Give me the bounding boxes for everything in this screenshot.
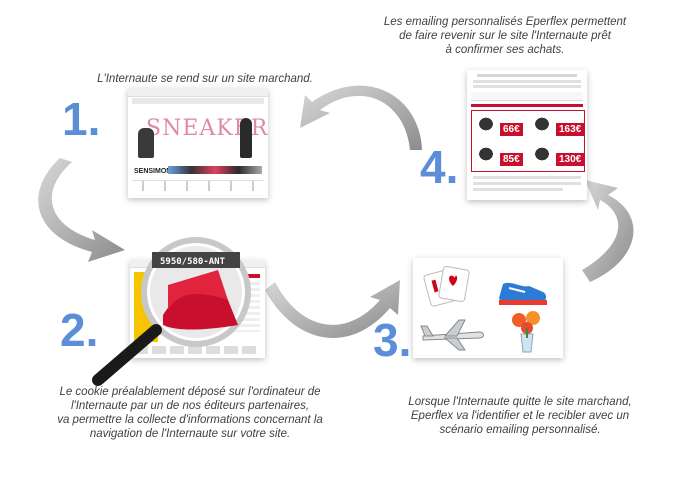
- email-product: [530, 113, 554, 135]
- step2-caption-line: Le cookie préalablement déposé sur l'ord…: [59, 386, 321, 398]
- step2-caption-line: navigation de l'Internaute sur votre sit…: [89, 428, 291, 440]
- arrow-step3-to-step4: [582, 180, 634, 282]
- magnified-product-code: 5950/580-ANT: [160, 257, 226, 267]
- playing-cards-icon: [423, 265, 470, 307]
- price-label: 66€: [500, 123, 523, 136]
- step2-caption: Le cookie préalablement déposé sur l'ord…: [40, 385, 340, 441]
- step1-caption: L'Internaute se rend sur un site marchan…: [97, 73, 313, 85]
- step2-caption-line: l'Internaute par un de nos éditeurs part…: [70, 400, 310, 412]
- step3-caption-line: scénario emailing personnalisé.: [439, 424, 601, 436]
- email-product-grid: 66€ 163€ 85€ 130€: [471, 110, 585, 172]
- step1-number: 1.: [62, 93, 101, 145]
- step3-caption-line: Lorsque l'Internaute quitte le site marc…: [408, 396, 632, 408]
- step3-number: 3.: [373, 314, 412, 366]
- step3-caption: Lorsque l'Internaute quitte le site marc…: [385, 395, 655, 437]
- price-label: 130€: [556, 153, 585, 166]
- price-label: 163€: [556, 123, 585, 136]
- product-strip: [168, 166, 262, 174]
- step4-caption: Les emailing personnalisés Eperflex perm…: [360, 15, 650, 57]
- step4-caption-line: de faire revenir sur le site l'Internaut…: [399, 30, 611, 42]
- email-screenshot: 66€ 163€ 85€ 130€: [467, 70, 587, 200]
- model-figure: [138, 128, 154, 158]
- step2-number: 2.: [60, 304, 99, 356]
- brand-logo: SENSIMON: [134, 168, 172, 175]
- email-product: [474, 113, 498, 135]
- sneaker-icon: [499, 282, 547, 305]
- step4-caption-line: Les emailing personnalisés Eperflex perm…: [383, 16, 627, 28]
- email-product: [530, 143, 554, 165]
- step3-caption-line: Eperflex va l'identifier et le recibler …: [410, 410, 630, 422]
- brand-strip: [132, 180, 264, 191]
- arrow-step4-to-step1: [300, 85, 422, 150]
- retargeting-icons-card: [413, 258, 563, 358]
- airplane-icon: [420, 319, 484, 351]
- arrow-step2-to-step3: [265, 280, 400, 338]
- arrow-step1-to-step2: [38, 158, 126, 262]
- model-figure: [240, 118, 252, 158]
- step4-number: 4.: [420, 141, 459, 193]
- step2-caption-line: va permettre la collecte d'informations …: [57, 414, 323, 426]
- step4-caption-line: à confirmer ses achats.: [445, 44, 565, 56]
- magnifier-icon: [92, 237, 251, 386]
- price-label: 85€: [500, 153, 523, 166]
- email-product: [474, 143, 498, 165]
- flowers-icon: [512, 311, 540, 353]
